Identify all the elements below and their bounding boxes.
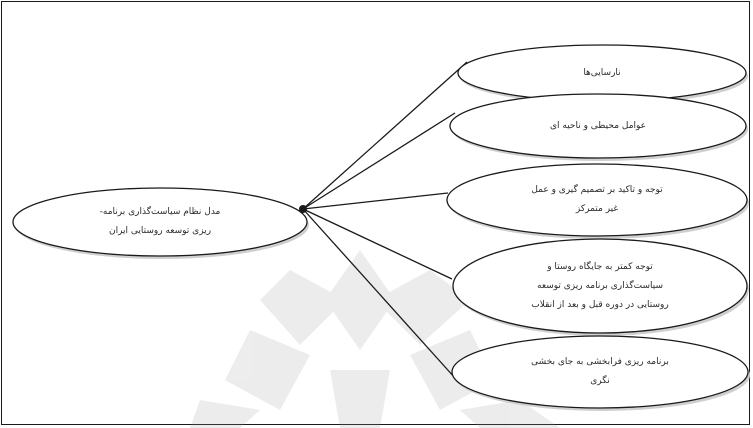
branch-node-3-label-line: توجه و تاکید بر تصمیم گیری و عمل (531, 185, 663, 195)
connector-line (302, 112, 456, 210)
branch-node-3 (446, 163, 748, 237)
branch-node-1-label: نارسایی‌ها (476, 45, 728, 101)
branch-node-4 (452, 238, 748, 334)
branch-node-3-label-line: غیر متمرکز (575, 204, 619, 214)
watermark-logo (190, 250, 560, 428)
branch-node-4-label-line: توجه کمتر به جایگاه روستا و (547, 261, 653, 272)
branch-node-5-label-line: برنامه ریزی فرابخشی به جای بخشی (531, 357, 669, 367)
branch-node-5 (451, 335, 749, 409)
branch-node-5-label-line: نگری (590, 376, 610, 386)
branch-node-2-label-line: عوامل محیطی و ناحیه ای (549, 120, 647, 131)
branch-node-4-label: توجه کمتر به جایگاه روستا و سیاست‌گذاری ب… (471, 239, 729, 333)
connector-line (302, 192, 449, 210)
branch-node-2-label: عوامل محیطی و ناحیه ای (468, 94, 728, 158)
branch-node-5-label: برنامه ریزی فرابخشی به جای بخشی نگری (470, 336, 730, 408)
central-node-label: مدل نظام سیاست‌گذاری برنامه- ریزی توسعه ر… (31, 188, 289, 256)
central-node (12, 187, 308, 257)
connector-lines (302, 61, 468, 379)
hub-dot (299, 205, 307, 213)
central-node-label-line: مدل نظام سیاست‌گذاری برنامه- (99, 207, 221, 217)
branch-node-3-label: توجه و تاکید بر تصمیم گیری و عمل غیر متمر… (465, 164, 729, 236)
connector-line (302, 61, 468, 210)
connector-line (302, 208, 456, 379)
branch-node-4-label-line: روستایی در دوره قبل و بعد از انقلاب (531, 299, 669, 310)
connector-line (302, 208, 453, 280)
branch-node-4-label-line: سیاست‌گذاری برنامه ریزی توسعه (537, 280, 663, 291)
branch-node-2 (449, 93, 747, 159)
branch-node-1-label-line: نارسایی‌ها (583, 67, 621, 78)
central-node-label-line: ریزی توسعه روستایی ایران (108, 226, 212, 236)
